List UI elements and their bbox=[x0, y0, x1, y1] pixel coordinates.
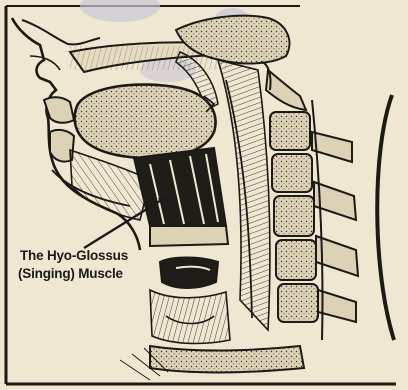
callout-label-line2: (Singing) Muscle bbox=[18, 266, 123, 282]
thyroid-cartilage bbox=[150, 290, 230, 343]
larynx-dark bbox=[160, 258, 218, 289]
tongue-texture bbox=[75, 85, 216, 158]
hyoid-bone bbox=[150, 226, 228, 246]
callout-label-line1: The Hyo-Glossus bbox=[20, 248, 128, 264]
